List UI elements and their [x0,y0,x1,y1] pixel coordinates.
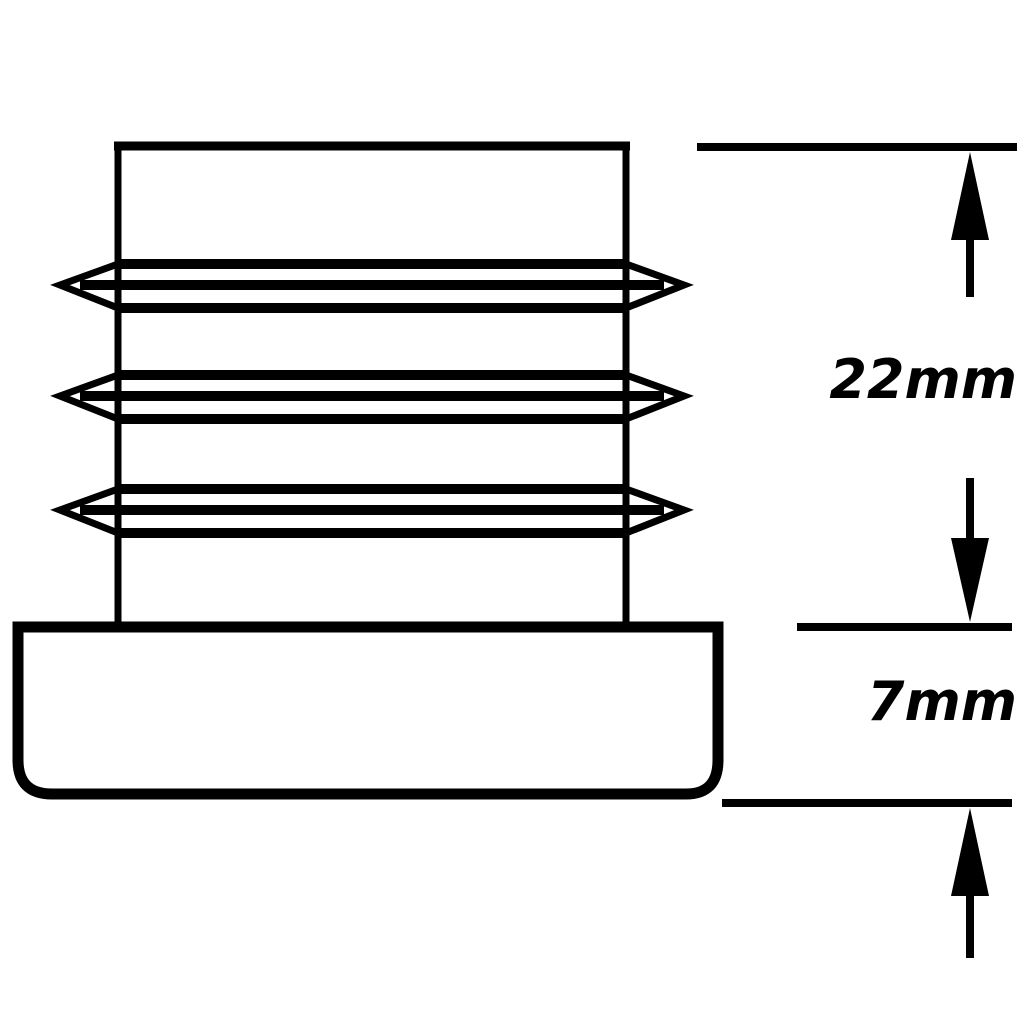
arrow-down-icon [951,538,989,622]
rib-2 [50,370,694,424]
arrow-up-icon [951,808,989,896]
rib-3 [50,484,694,538]
dimension-label-22mm: 22mm [829,348,1017,411]
dimension-lines [697,143,1017,958]
rib-1 [50,259,694,313]
insert-stem [114,141,630,624]
arrow-up-icon [951,152,989,240]
dimension-label-7mm: 7mm [867,670,1017,733]
cap-base [12,621,724,800]
